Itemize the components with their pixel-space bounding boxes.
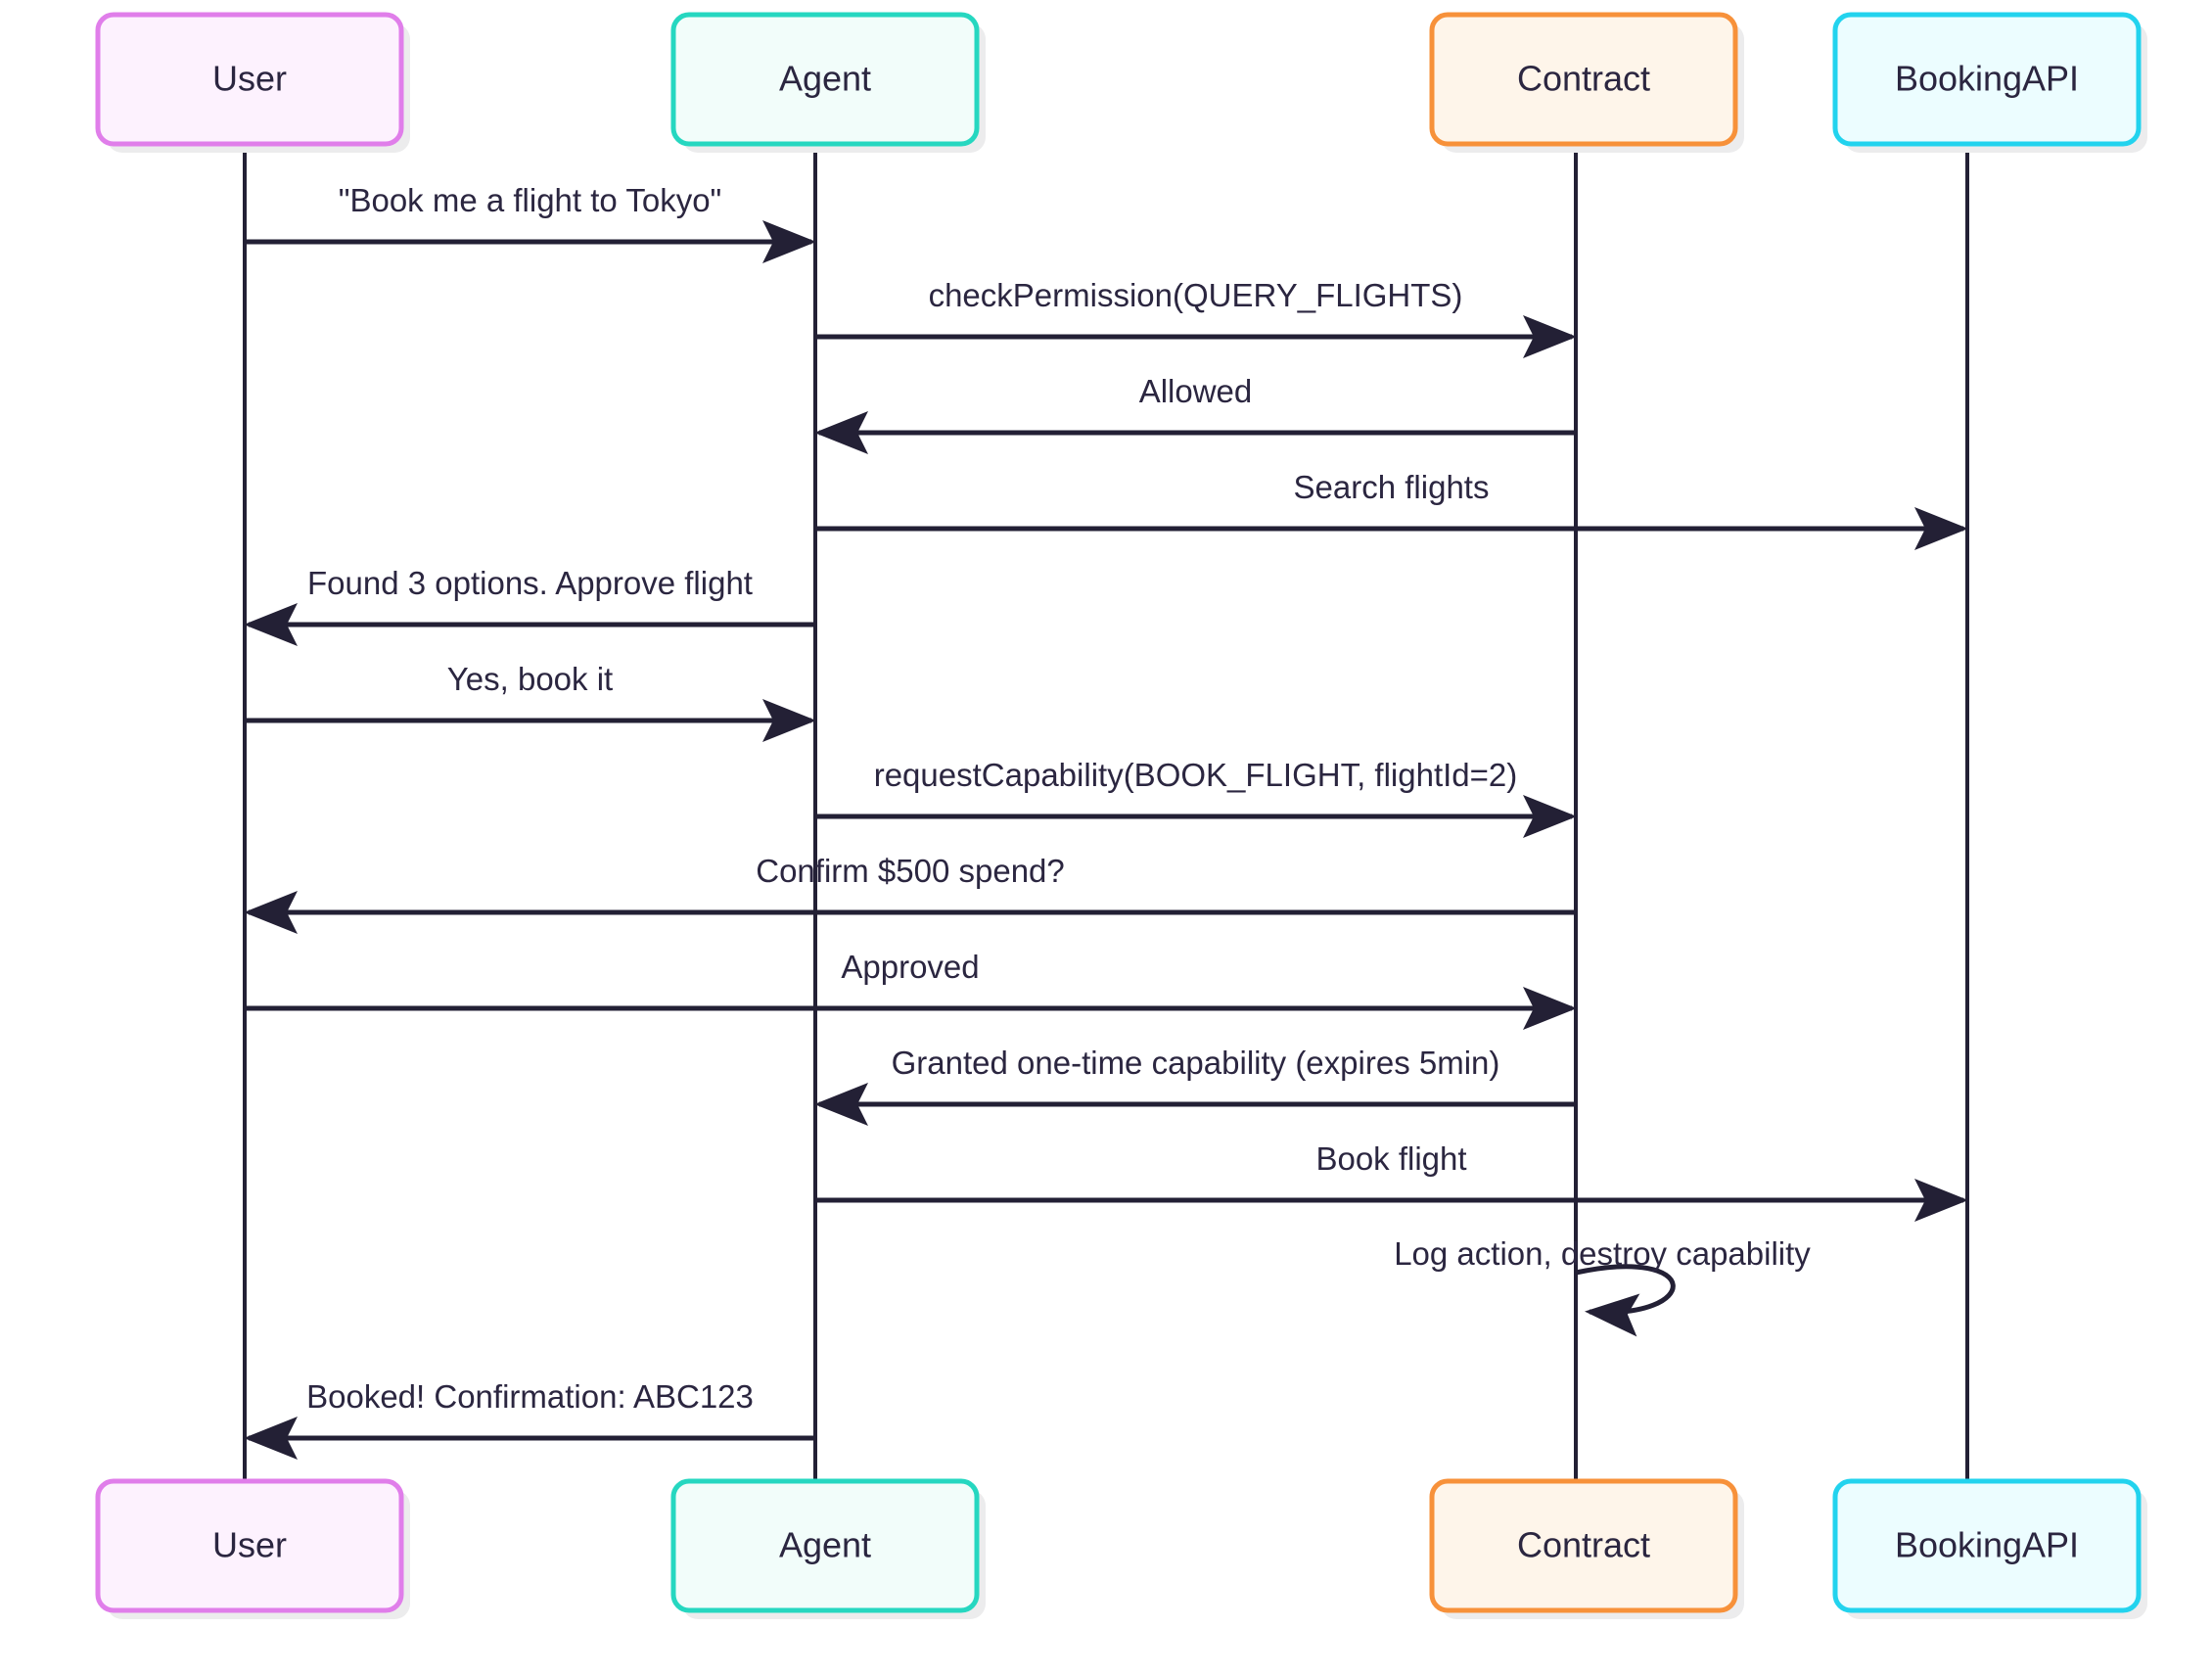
message-m13: Booked! Confirmation: ABC123 bbox=[244, 1378, 815, 1460]
actor-label-user-top: User bbox=[212, 59, 287, 99]
actor-box-agent-top[interactable] bbox=[670, 12, 980, 147]
message-m7: requestCapability(BOOK_FLIGHT, flightId=… bbox=[815, 757, 1577, 838]
actor-box-user-bottom[interactable] bbox=[95, 1478, 404, 1613]
message-m12: Log action, destroy capability bbox=[1394, 1235, 1811, 1337]
actor-bookingapi-bottom[interactable]: BookingAPI bbox=[1832, 1478, 2147, 1619]
actor-user-bottom[interactable]: User bbox=[95, 1478, 410, 1619]
message-m9: Approved bbox=[245, 949, 1577, 1030]
actor-label-bookingapi-top: BookingAPI bbox=[1895, 59, 2079, 99]
actor-label-contract-bottom: Contract bbox=[1517, 1525, 1650, 1565]
actor-box-agent-bottom[interactable] bbox=[670, 1478, 980, 1613]
message-label-m7: requestCapability(BOOK_FLIGHT, flightId=… bbox=[874, 757, 1518, 793]
actor-box-contract-bottom[interactable] bbox=[1429, 1478, 1738, 1613]
message-m1: "Book me a flight to Tokyo" bbox=[245, 182, 816, 263]
actor-user-top[interactable]: User bbox=[95, 12, 410, 153]
message-label-m1: "Book me a flight to Tokyo" bbox=[339, 182, 722, 218]
message-m10: Granted one-time capability (expires 5mi… bbox=[814, 1045, 1576, 1126]
message-label-m5: Found 3 options. Approve flight bbox=[307, 565, 753, 601]
message-m8: Confirm $500 spend? bbox=[244, 853, 1576, 934]
message-label-m13: Booked! Confirmation: ABC123 bbox=[306, 1378, 754, 1415]
actor-agent-bottom[interactable]: Agent bbox=[670, 1478, 986, 1619]
message-label-m12: Log action, destroy capability bbox=[1394, 1235, 1811, 1272]
actor-contract-bottom[interactable]: Contract bbox=[1429, 1478, 1744, 1619]
message-m4: Search flights bbox=[815, 469, 1968, 550]
lifelines-layer bbox=[243, 144, 1969, 1481]
message-m5: Found 3 options. Approve flight bbox=[244, 565, 815, 646]
message-label-m3: Allowed bbox=[1139, 373, 1253, 409]
actor-box-bookingapi-bottom[interactable] bbox=[1832, 1478, 2142, 1613]
message-label-m8: Confirm $500 spend? bbox=[756, 853, 1065, 889]
message-m6: Yes, book it bbox=[245, 661, 816, 742]
actor-label-contract-top: Contract bbox=[1517, 59, 1650, 99]
message-label-m6: Yes, book it bbox=[447, 661, 613, 697]
message-label-m4: Search flights bbox=[1294, 469, 1490, 505]
actor-label-bookingapi-bottom: BookingAPI bbox=[1895, 1525, 2079, 1565]
actor-box-bookingapi-top[interactable] bbox=[1832, 12, 2142, 147]
message-arrow-m12 bbox=[1575, 1264, 1676, 1337]
messages-layer: "Book me a flight to Tokyo" checkPermissi… bbox=[244, 182, 1968, 1460]
actor-bookingapi-top[interactable]: BookingAPI bbox=[1832, 12, 2147, 153]
actor-label-agent-top: Agent bbox=[779, 59, 871, 99]
message-m2: checkPermission(QUERY_FLIGHTS) bbox=[815, 277, 1577, 358]
message-m3: Allowed bbox=[814, 373, 1576, 454]
message-label-m2: checkPermission(QUERY_FLIGHTS) bbox=[929, 277, 1463, 313]
actor-box-contract-top[interactable] bbox=[1429, 12, 1738, 147]
actor-agent-top[interactable]: Agent bbox=[670, 12, 986, 153]
message-label-m9: Approved bbox=[841, 949, 979, 985]
actor-box-user-top[interactable] bbox=[95, 12, 404, 147]
actor-label-agent-bottom: Agent bbox=[779, 1525, 871, 1565]
message-label-m11: Book flight bbox=[1315, 1140, 1466, 1177]
message-m11: Book flight bbox=[815, 1140, 1968, 1222]
actors-layer: UserUserAgentAgentContractContractBookin… bbox=[95, 12, 2147, 1619]
actor-label-user-bottom: User bbox=[212, 1525, 287, 1565]
actor-contract-top[interactable]: Contract bbox=[1429, 12, 1744, 153]
message-label-m10: Granted one-time capability (expires 5mi… bbox=[892, 1045, 1500, 1081]
